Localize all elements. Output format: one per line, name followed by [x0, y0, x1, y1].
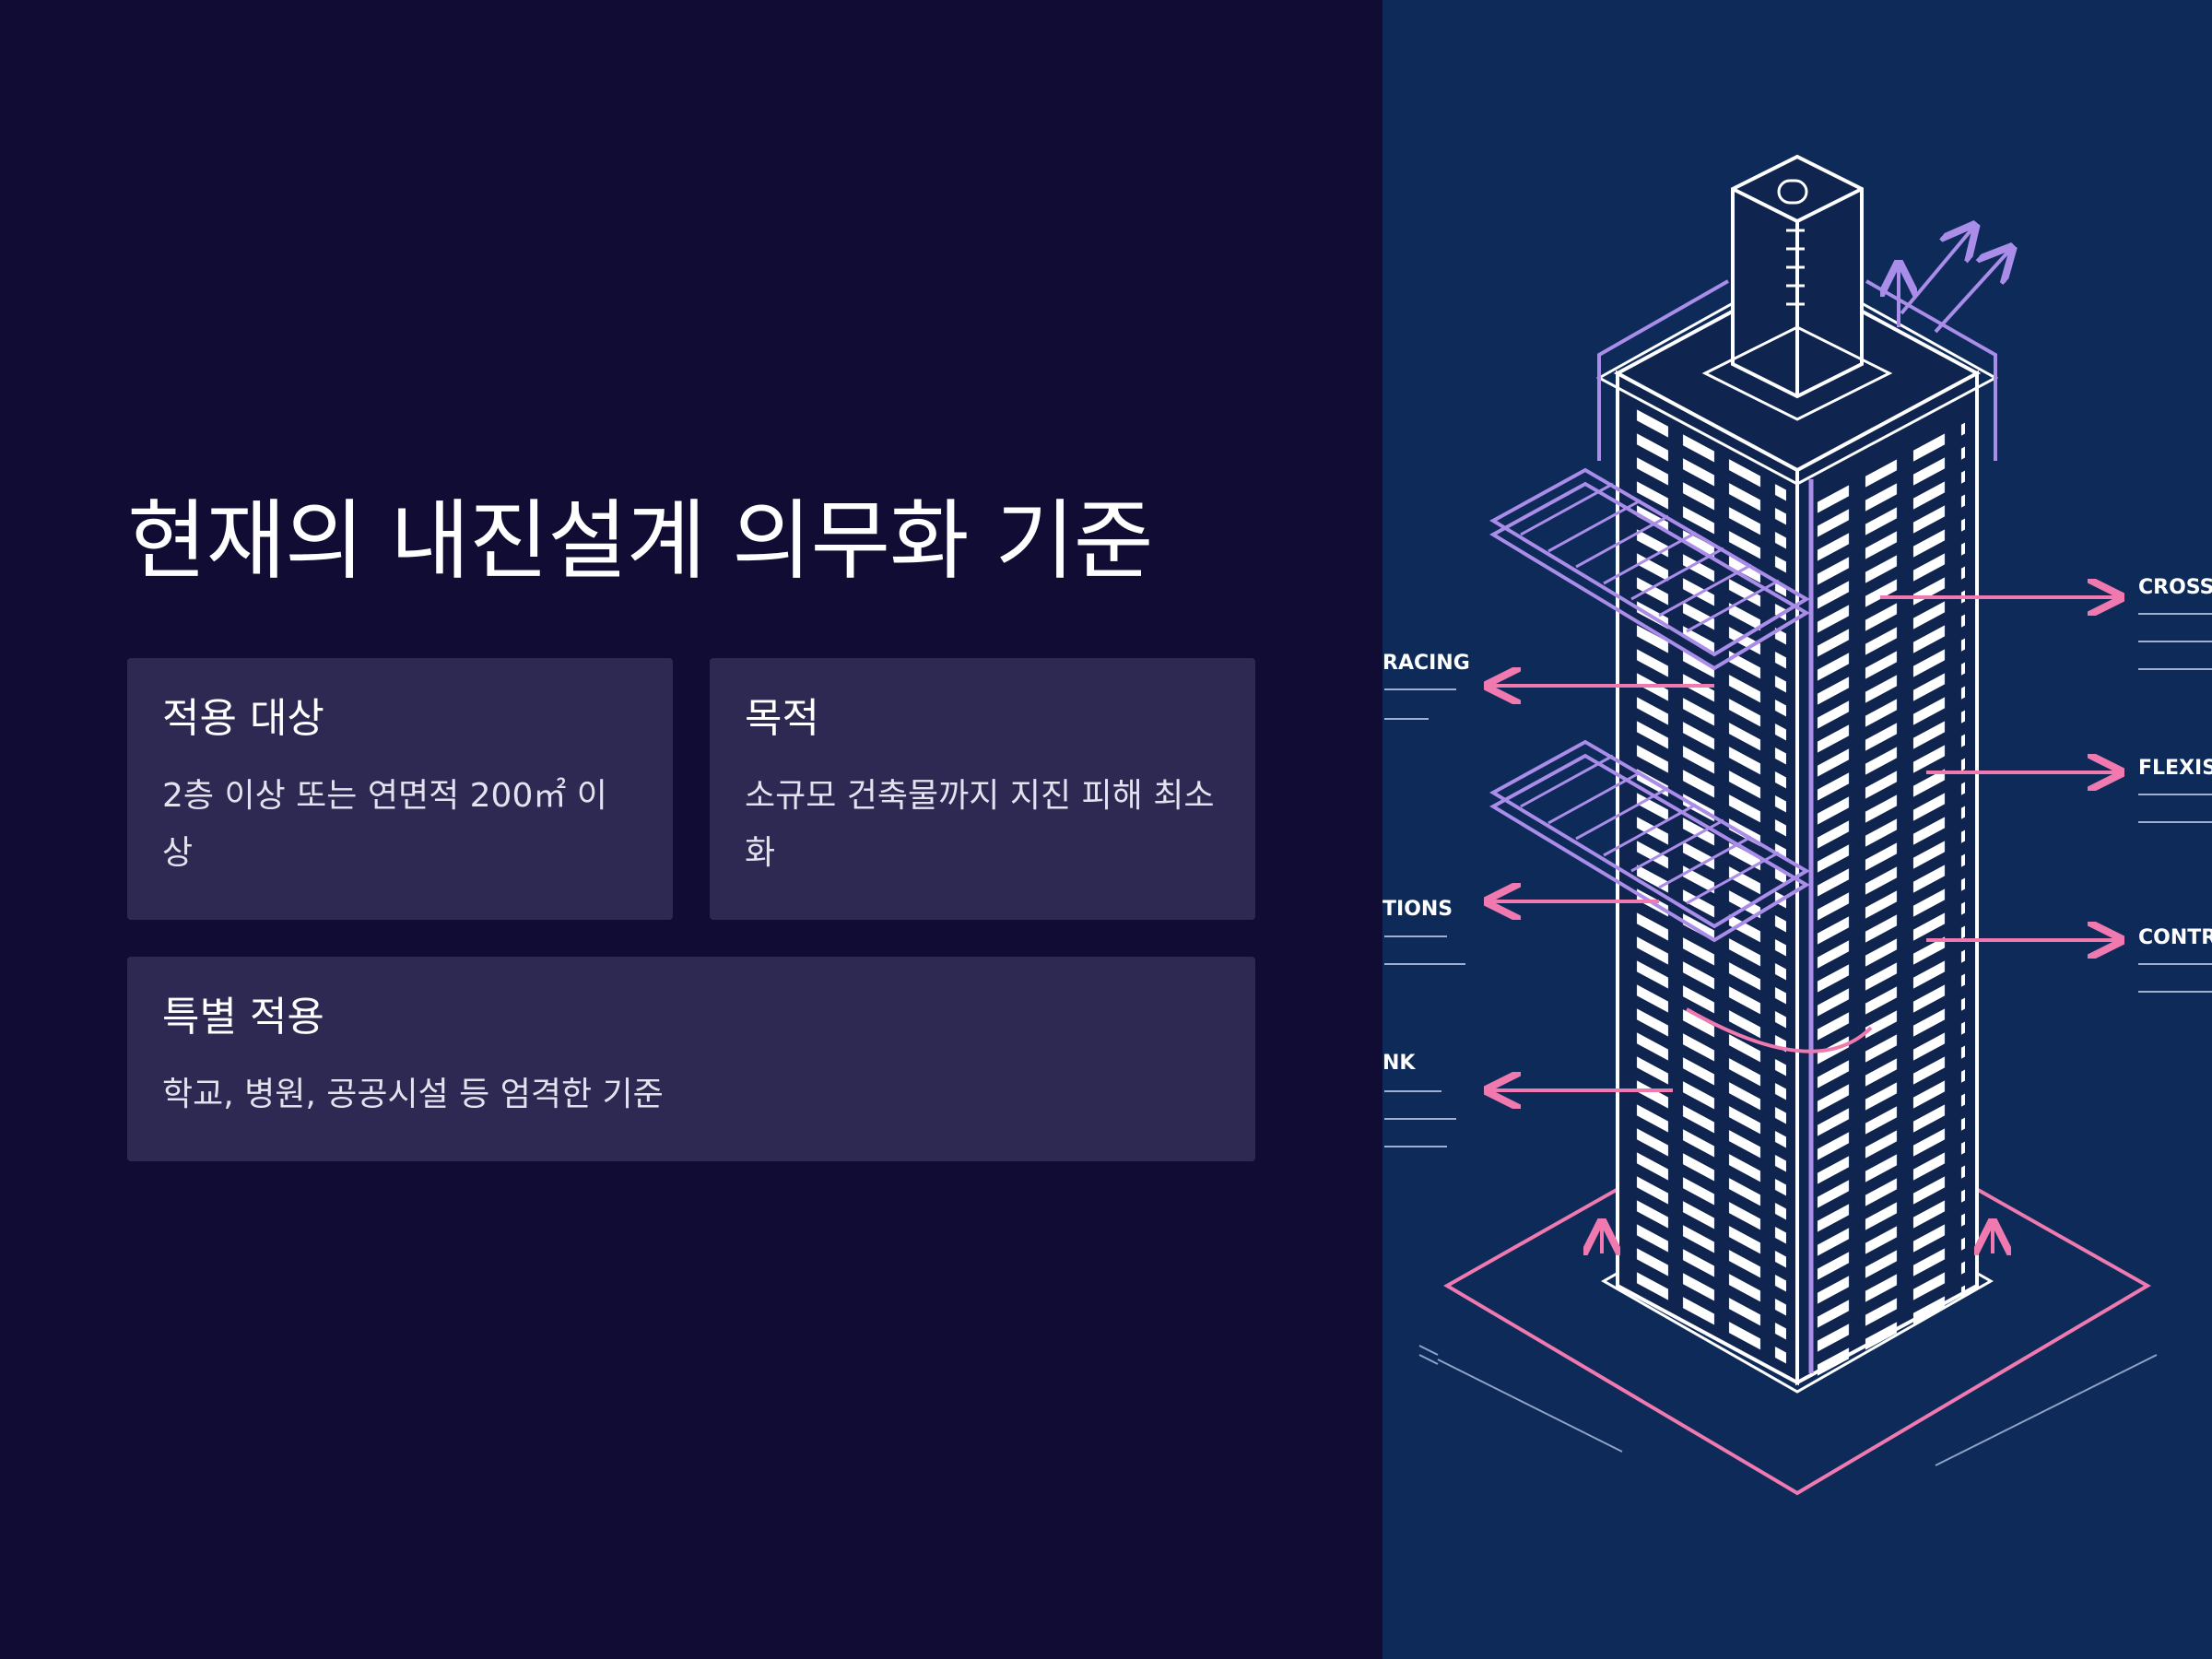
label-right-2: FLEXIS: [2138, 757, 2212, 780]
card-application-target: 적용 대상 2층 이상 또는 연면적 200㎡ 이상: [127, 658, 673, 920]
skyscraper-diagram: RACING TIONS NK CROSS FLEXIS CONTR: [1382, 154, 2212, 1496]
card-purpose: 목적 소규모 건축물까지 지진 피해 최소화: [710, 658, 1255, 920]
card-special-application: 특별 적용 학교, 병원, 공공시설 등 엄격한 기준: [127, 957, 1255, 1161]
slide-title: 현재의 내진설계 의무화 기준: [127, 491, 1153, 592]
card-body: 소규모 건축물까지 지진 피해 최소화: [745, 776, 1215, 872]
label-right-1: CROSS: [2138, 576, 2212, 599]
outrigger-lower: [1488, 739, 1810, 943]
card-title: 목적: [745, 695, 819, 742]
label-right-3: CONTR: [2138, 926, 2212, 949]
building-illustration: RACING TIONS NK CROSS FLEXIS CONTR: [1382, 0, 2212, 1659]
card-title: 특별 적용: [162, 994, 324, 1041]
label-left-2: TIONS: [1382, 898, 1453, 921]
tower-body: [1595, 265, 1999, 1392]
roof-tower: [1701, 154, 1893, 421]
force-arrows: [1491, 597, 2117, 1253]
outrigger-upper: [1488, 467, 1810, 671]
card-title: 적용 대상: [162, 695, 324, 742]
content-panel: 현재의 내진설계 의무화 기준 적용 대상 2층 이상 또는 연면적 200㎡ …: [127, 491, 1255, 1161]
label-left-3: NK: [1382, 1052, 1416, 1075]
diagram-labels: RACING TIONS NK CROSS FLEXIS CONTR: [1382, 576, 2212, 1147]
card-body: 2층 이상 또는 연면적 200㎡ 이상: [162, 776, 607, 872]
bracing-frame: [1597, 229, 2009, 461]
label-left-1: RACING: [1382, 652, 1470, 675]
card-body: 학교, 병원, 공공시설 등 엄격한 기준: [162, 1075, 664, 1113]
